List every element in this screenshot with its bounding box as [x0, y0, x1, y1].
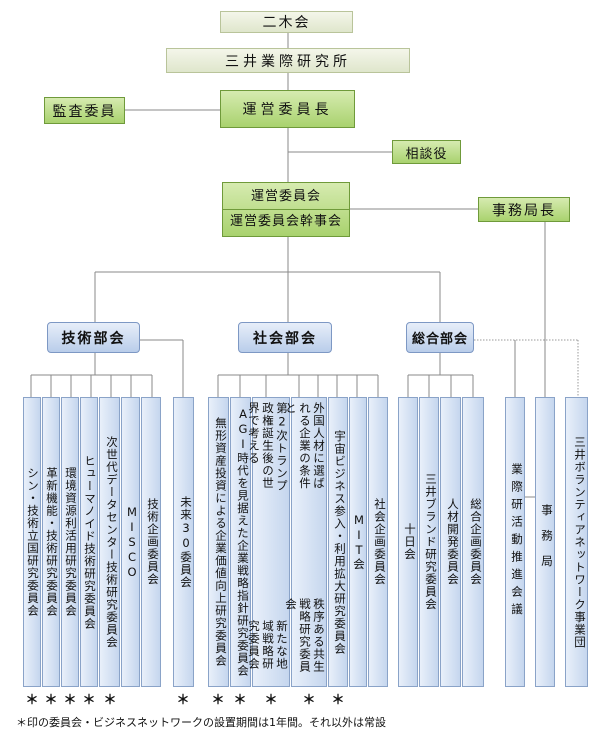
general-unit: 人材開発委員会 [440, 397, 461, 687]
social-division-label: 社会部会 [253, 330, 317, 347]
social-planning-label: 社会企画委員会 [373, 498, 387, 586]
trump-line2: 新たな地域戦略研究委員会 [247, 620, 289, 671]
general-unit: 三井ブランド研究委員会 [419, 397, 439, 687]
general-division-box: 総合部会 [406, 322, 474, 353]
committee-secretaries-label: 運営委員会幹事会 [223, 209, 349, 234]
institute-label: 三井業際研究所 [225, 53, 351, 70]
future30-unit: 未来30委員会 [173, 397, 194, 687]
tech-unit: 次世代データセンター技術研究委員会 [99, 397, 120, 687]
social-unit-trump: 第2次トランプ政権誕生後の世界で考える 新たな地域戦略研究委員会 [247, 397, 290, 687]
social-unit-agi: AGI時代を見据えた企業戦略指針研究委員会 [230, 397, 251, 687]
social-unit-mit: MIT会 [349, 397, 367, 687]
foreign-label: 外国人材に選ばれる企業の条件と 秩序ある共生戦略研究委員会 [284, 402, 326, 682]
general-unit-label: 十日会 [403, 523, 417, 561]
social-unit-intangible: 無形資産投資による企業価値向上研究委員会 [208, 397, 229, 687]
tech-unit-label: シン・技術立国研究委員会 [26, 467, 40, 617]
promotion-unit: 業際研活動推進会議 [505, 397, 525, 687]
footnote: ＊印の委員会・ビジネスネットワークの設置期間は1年間。それ以外は常設 [16, 716, 386, 729]
tech-unit: 革新機能・技術研究委員会 [42, 397, 60, 687]
chair-box: 運営委員長 [220, 90, 355, 128]
office-unit: 事務局 [535, 397, 555, 687]
tech-division-label: 技術部会 [61, 330, 126, 347]
chair-label: 運営委員長 [242, 102, 333, 118]
tech-unit-label: ヒューマノイド技術研究委員会 [83, 454, 97, 630]
tech-unit: 環境資源利活用研究委員会 [61, 397, 79, 687]
committee-box: 運営委員会 運営委員会幹事会 [222, 182, 350, 237]
trump-label: 第2次トランプ政権誕生後の世界で考える 新たな地域戦略研究委員会 [247, 402, 289, 682]
general-division-label: 総合部会 [411, 332, 468, 347]
space-label: 宇宙ビジネス参入・利用拡大研究委員会 [333, 429, 347, 655]
temporary-marker: ＊ [302, 693, 316, 708]
advisor-box: 相談役 [392, 140, 461, 164]
general-unit: 十日会 [398, 397, 418, 687]
temporary-marker: ＊ [25, 693, 39, 708]
general-unit-label: 総合企画委員会 [469, 498, 483, 586]
social-unit-foreign: 外国人材に選ばれる企業の条件と 秩序ある共生戦略研究委員会 [284, 397, 327, 687]
nimokukai-label: 二木会 [262, 15, 311, 31]
tech-unit-label: 革新機能・技術研究委員会 [45, 467, 59, 617]
general-unit: 総合企画委員会 [462, 397, 484, 687]
foreign-line2: 秩序ある共生戦略研究委員会 [284, 597, 326, 673]
office-label: 事務局 [540, 503, 554, 581]
general-unit-label: 三井ブランド研究委員会 [424, 473, 438, 611]
tech-unit: ヒューマノイド技術研究委員会 [80, 397, 98, 687]
future30-label: 未来30委員会 [179, 495, 193, 589]
audit-box: 監査委員 [44, 97, 125, 124]
tech-unit: シン・技術立国研究委員会 [23, 397, 41, 687]
institute-box: 三井業際研究所 [166, 48, 410, 73]
committee-label: 運営委員会 [250, 189, 321, 204]
promotion-label: 業際研活動推進会議 [510, 463, 524, 621]
foreign-line1: 外国人材に選ばれる企業の条件と [284, 402, 326, 490]
temporary-marker: ＊ [233, 693, 247, 708]
trump-line1: 第2次トランプ政権誕生後の世界で考える [247, 402, 289, 492]
temporary-marker: ＊ [63, 693, 77, 708]
temporary-marker: ＊ [211, 693, 225, 708]
mit-label: MIT会 [352, 513, 366, 571]
tech-unit-label: 次世代データセンター技術研究委員会 [105, 435, 119, 649]
social-unit-space: 宇宙ビジネス参入・利用拡大研究委員会 [328, 397, 348, 687]
temporary-marker: ＊ [82, 693, 96, 708]
advisor-label: 相談役 [405, 146, 448, 162]
temporary-marker: ＊ [44, 693, 58, 708]
tech-planning-unit: 技術企画委員会 [141, 397, 161, 687]
secretariat-label: 事務局長 [492, 202, 556, 219]
volunteer-unit: 三井ボランティアネットワーク事業団 [565, 397, 588, 687]
agi-label: AGI時代を見据えた企業戦略指針研究委員会 [236, 407, 250, 677]
misco-label: MISCO [125, 504, 139, 580]
volunteer-label: 三井ボランティアネットワーク事業団 [573, 435, 587, 649]
temporary-marker: ＊ [331, 693, 345, 708]
tech-planning-label: 技術企画委員会 [146, 498, 160, 586]
tech-division-box: 技術部会 [47, 322, 140, 353]
misco-unit: MISCO [121, 397, 140, 687]
social-unit-planning: 社会企画委員会 [368, 397, 388, 687]
general-unit-label: 人材開発委員会 [446, 498, 460, 586]
temporary-marker: ＊ [176, 693, 190, 708]
temporary-marker: ＊ [264, 693, 278, 708]
secretariat-box: 事務局長 [478, 197, 570, 222]
social-division-box: 社会部会 [238, 322, 332, 353]
intangible-label: 無形資産投資による企業価値向上研究委員会 [214, 417, 228, 667]
temporary-marker: ＊ [103, 693, 117, 708]
tech-unit-label: 環境資源利活用研究委員会 [64, 467, 78, 617]
audit-label: 監査委員 [52, 103, 117, 120]
nimokukai-box: 二木会 [220, 11, 353, 33]
